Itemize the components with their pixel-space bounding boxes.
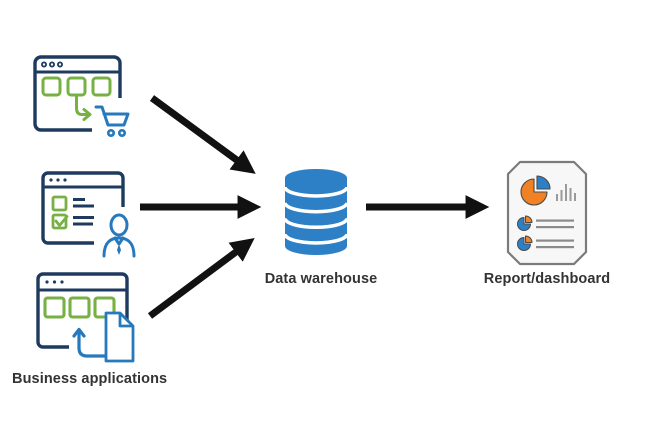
text-lines-row-1 bbox=[536, 219, 574, 229]
report-dashboard-label: Report/dashboard bbox=[483, 271, 611, 287]
database-cylinder-icon bbox=[284, 169, 348, 255]
bar-chart-icon bbox=[556, 184, 576, 201]
arrow-files-to-warehouse bbox=[147, 238, 255, 319]
business-applications-label: Business applications bbox=[12, 371, 168, 387]
content-tiles-icon bbox=[43, 296, 116, 319]
flow-to-cart-arrow-icon bbox=[75, 93, 92, 121]
arrow-ecommerce-to-warehouse bbox=[149, 95, 256, 174]
small-pie-chart-row-2-icon bbox=[517, 235, 533, 251]
database-disk-separators bbox=[284, 186, 348, 245]
document-file-icon bbox=[104, 311, 135, 363]
text-lines-row-2 bbox=[536, 239, 574, 249]
data-warehouse-label: Data warehouse bbox=[264, 271, 378, 287]
browser-window-shopping-cart-icon bbox=[33, 55, 142, 148]
browser-titlebar-dots-icon bbox=[45, 280, 64, 284]
report-document-charts-icon bbox=[506, 160, 588, 266]
browser-titlebar-dots-icon bbox=[49, 178, 67, 182]
user-icon bbox=[102, 213, 136, 258]
browser-window-file-import-icon bbox=[36, 272, 139, 367]
browser-titlebar-dots-icon bbox=[40, 61, 63, 68]
shopping-cart-icon bbox=[94, 105, 130, 138]
checklist-icon bbox=[51, 195, 97, 230]
small-pie-chart-row-1-icon bbox=[517, 215, 533, 231]
browser-window-checklist-user-icon bbox=[41, 171, 138, 261]
import-arrow-icon bbox=[72, 327, 109, 358]
large-pie-chart-icon bbox=[520, 175, 551, 206]
